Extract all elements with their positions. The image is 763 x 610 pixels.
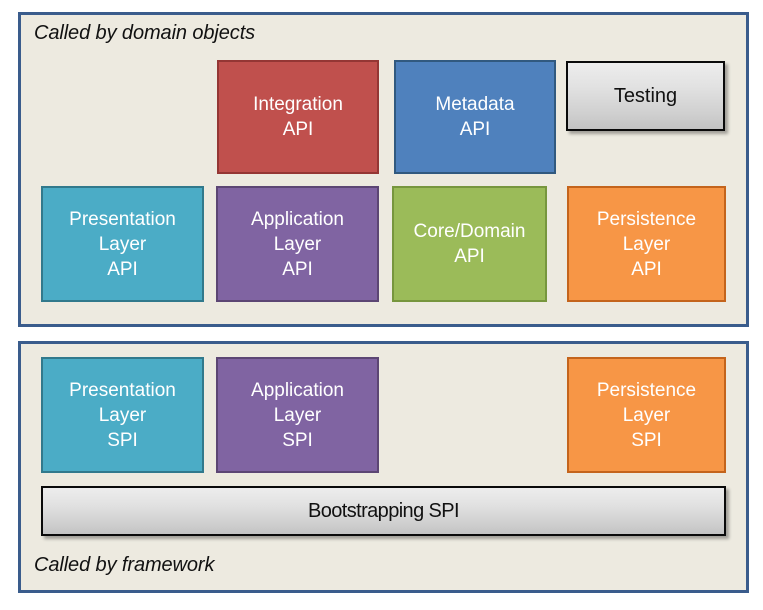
presentation-layer-api-box[interactable]: Presentation Layer API bbox=[41, 186, 204, 302]
integration-api-line-1: Integration bbox=[253, 94, 343, 115]
bootstrapping-spi-box[interactable]: Bootstrapping SPI bbox=[41, 486, 726, 536]
persistence-layer-api-line-2: Layer bbox=[622, 233, 671, 255]
testing-box[interactable]: Testing bbox=[566, 61, 725, 131]
presentation-layer-spi-box[interactable]: Presentation Layer SPI bbox=[41, 357, 204, 473]
metadata-api-line-2: API bbox=[459, 119, 491, 140]
presentation-layer-spi-line-1: Presentation bbox=[69, 379, 176, 401]
presentation-layer-spi-line-2: Layer bbox=[98, 404, 147, 426]
presentation-layer-spi-line-3: SPI bbox=[107, 429, 138, 451]
persistence-layer-api-box[interactable]: Persistence Layer API bbox=[567, 186, 726, 302]
presentation-layer-api-line-2: Layer bbox=[98, 233, 147, 255]
persistence-layer-api-line-1: Persistence bbox=[596, 208, 697, 230]
application-layer-spi-line-1: Application bbox=[251, 379, 344, 401]
metadata-api-box[interactable]: Metadata API bbox=[394, 60, 556, 174]
application-layer-api-line-3: API bbox=[282, 258, 313, 280]
presentation-layer-api-line-1: Presentation bbox=[69, 208, 176, 230]
application-layer-spi-box[interactable]: Application Layer SPI bbox=[216, 357, 379, 473]
application-layer-spi-line-3: SPI bbox=[282, 429, 313, 451]
metadata-api-line-1: Metadata bbox=[435, 94, 515, 115]
testing-label: Testing bbox=[613, 84, 678, 107]
spi-panel-caption: Called by framework bbox=[34, 554, 215, 576]
persistence-layer-spi-line-3: SPI bbox=[631, 429, 662, 451]
persistence-layer-spi-box[interactable]: Persistence Layer SPI bbox=[567, 357, 726, 473]
persistence-layer-spi-line-2: Layer bbox=[622, 404, 671, 426]
application-layer-spi-line-2: Layer bbox=[273, 404, 322, 426]
application-layer-api-line-1: Application bbox=[251, 208, 344, 230]
persistence-layer-api-line-3: API bbox=[631, 258, 662, 280]
presentation-layer-api-line-3: API bbox=[107, 258, 138, 280]
persistence-layer-spi-line-1: Persistence bbox=[596, 379, 697, 401]
core-domain-api-line-1: Core/Domain bbox=[413, 221, 526, 242]
bootstrapping-spi-label: Bootstrapping SPI bbox=[307, 499, 460, 522]
application-layer-api-box[interactable]: Application Layer API bbox=[216, 186, 379, 302]
core-domain-api-line-2: API bbox=[454, 246, 485, 267]
core-domain-api-box[interactable]: Core/Domain API bbox=[392, 186, 547, 302]
application-layer-api-line-2: Layer bbox=[273, 233, 322, 255]
integration-api-box[interactable]: Integration API bbox=[217, 60, 379, 174]
integration-api-line-2: API bbox=[282, 119, 314, 140]
api-panel-caption: Called by domain objects bbox=[34, 22, 256, 44]
